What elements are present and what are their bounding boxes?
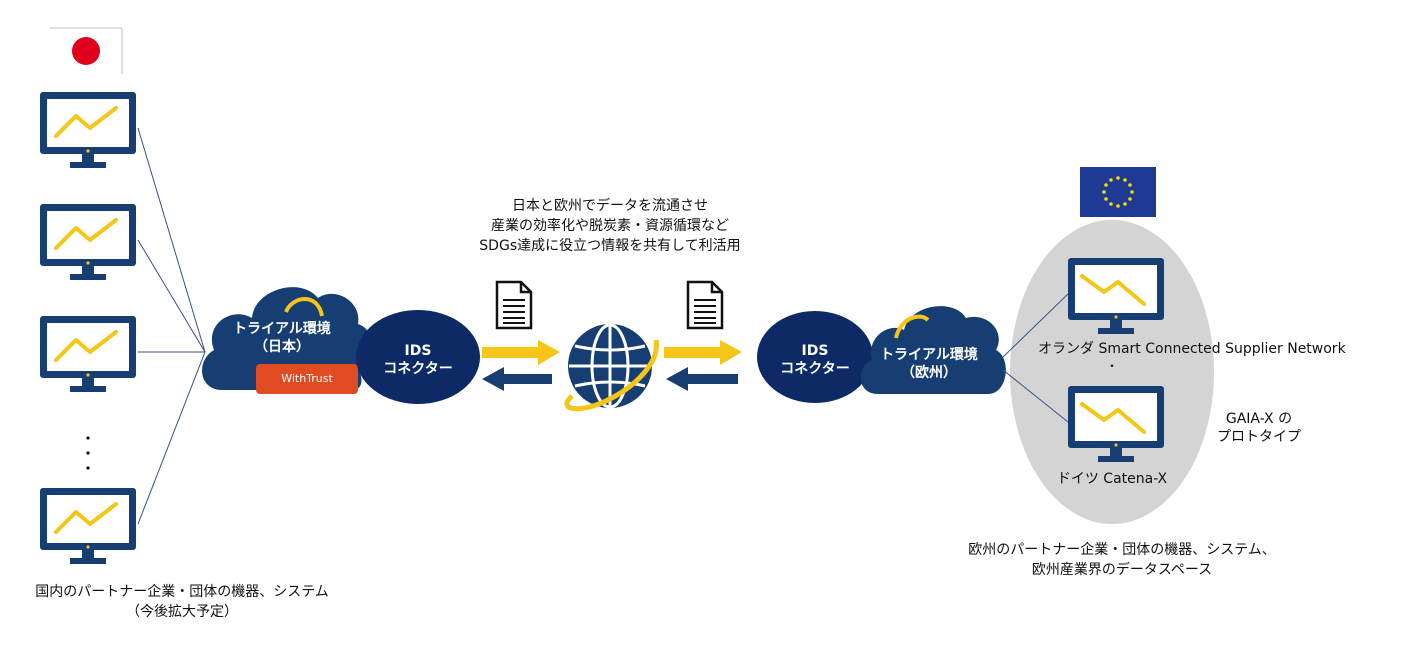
- eu-item-dot: ・: [1106, 359, 1119, 373]
- monitor-icon: [38, 486, 138, 566]
- japan-caption-line1: 国内のパートナー企業・団体の機器、システム: [35, 584, 329, 600]
- withtrust-badge: [256, 364, 358, 394]
- japan-cloud-line1: トライアル環境: [233, 321, 331, 337]
- ids-left-label: IDS コネクター: [362, 342, 474, 378]
- ids-connector-right: [757, 311, 873, 403]
- ids-left-line2: コネクター: [383, 361, 453, 377]
- ids-right-line2: コネクター: [780, 361, 850, 377]
- center-text-line3: SDGs達成に役立つ情報を共有して利活用: [479, 238, 741, 254]
- gaia-label: GAIA-X の プロトタイプ: [1204, 410, 1314, 446]
- ids-right-label: IDS コネクター: [760, 342, 870, 378]
- ids-left-line1: IDS: [404, 343, 432, 359]
- japan-caption-line2: （今後拡大予定）: [126, 604, 238, 620]
- monitor-icon: [38, 202, 138, 282]
- eu-connection-lines: [1002, 293, 1069, 423]
- center-text-line1: 日本と欧州でデータを流通させ: [512, 198, 708, 214]
- eu-cloud-icon: [860, 306, 1006, 394]
- eu-cloud-line2: （欧州）: [901, 365, 957, 381]
- ids-connector-left: [356, 310, 480, 404]
- withtrust-label: WithTrust: [281, 372, 333, 385]
- arrow-left-icon: [482, 367, 552, 391]
- monitor-icon: [38, 314, 138, 394]
- document-icon: [495, 280, 533, 330]
- gaia-line2: プロトタイプ: [1217, 429, 1301, 445]
- globe-icon: [564, 323, 659, 412]
- arrow-right-icon: [664, 340, 742, 365]
- vertical-ellipsis: [86, 436, 90, 470]
- eu-cloud-label: トライアル環境 （欧州）: [864, 346, 994, 382]
- japan-flag-icon: [50, 27, 123, 74]
- eu-item-germany: ドイツ Catena-X: [1056, 471, 1168, 487]
- eu-caption-line1: 欧州のパートナー企業・団体の機器、システム、: [968, 542, 1276, 558]
- japan-caption: 国内のパートナー企業・団体の機器、システム （今後拡大予定）: [0, 582, 364, 622]
- gaia-line1: GAIA-X の: [1225, 411, 1293, 427]
- center-description: 日本と欧州でデータを流通させ 産業の効率化や脱炭素・資源循環など SDGs達成に…: [440, 196, 780, 256]
- arrow-left-icon: [666, 367, 738, 391]
- eu-caption-line2: 欧州産業界のデータスペース: [1031, 562, 1213, 578]
- eu-caption: 欧州のパートナー企業・団体の機器、システム、 欧州産業界のデータスペース: [936, 540, 1308, 580]
- eu-cloud-line1: トライアル環境: [880, 347, 978, 363]
- document-icon: [686, 280, 724, 330]
- arrow-right-icon: [482, 340, 560, 365]
- center-text-line2: 産業の効率化や脱炭素・資源循環など: [491, 218, 729, 234]
- japan-connection-lines: [137, 127, 206, 525]
- japan-cloud-label: トライアル環境 （日本）: [212, 320, 352, 356]
- ids-right-line1: IDS: [801, 343, 829, 359]
- japan-cloud-line2: （日本）: [254, 339, 310, 355]
- eu-flag-icon: [1080, 167, 1156, 217]
- eu-item-netherlands: オランダ Smart Connected Supplier Network: [1038, 341, 1346, 357]
- monitor-icon: [38, 90, 138, 170]
